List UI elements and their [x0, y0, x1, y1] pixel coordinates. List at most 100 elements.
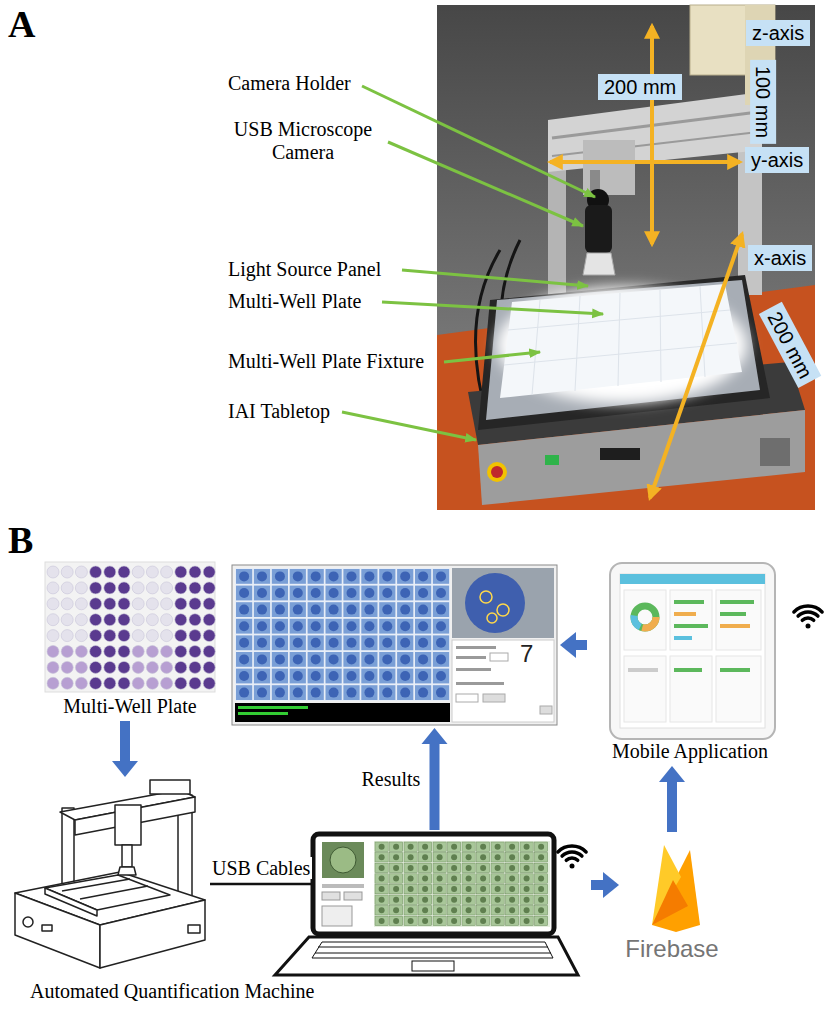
tablet-illustration-part — [720, 668, 750, 672]
plate-well — [118, 614, 130, 626]
result-cell — [254, 652, 270, 667]
result-cell — [343, 652, 359, 667]
result-cell — [343, 602, 359, 617]
result-well — [400, 571, 410, 581]
plate-well — [189, 566, 201, 578]
laptop-well — [379, 907, 385, 913]
result-cell — [290, 602, 306, 617]
result-cell — [254, 669, 270, 684]
laptop-illustration-part — [330, 847, 356, 873]
laptop-cell — [520, 863, 533, 872]
plate-well — [175, 630, 187, 642]
result-well — [329, 671, 339, 681]
plate-well — [132, 566, 144, 578]
laptop-cell — [375, 906, 388, 915]
machine-photo-part — [700, 286, 705, 377]
machine-photo-part — [583, 253, 615, 275]
laptop-cell — [462, 842, 475, 851]
result-well — [329, 605, 339, 615]
laptop-well — [524, 865, 530, 871]
result-well — [311, 605, 321, 615]
plate-well — [104, 614, 116, 626]
laptop-cell — [419, 884, 432, 893]
plate-well — [90, 677, 102, 689]
laptop-illustration-part — [322, 906, 352, 926]
result-cell — [433, 569, 449, 584]
tablet-illustration-part — [674, 612, 696, 616]
result-well — [275, 688, 285, 698]
result-cell — [397, 586, 413, 601]
laptop-cell — [404, 863, 417, 872]
result-cell — [397, 635, 413, 650]
wifi-icon-part — [570, 864, 575, 869]
results-screenshot-part — [487, 613, 497, 623]
laptop-cell — [535, 884, 548, 893]
laptop-cell — [448, 916, 461, 925]
result-cell — [272, 569, 288, 584]
laptop-cell — [520, 895, 533, 904]
laptop-well — [451, 897, 457, 903]
laptop-well — [393, 844, 399, 850]
results-screenshot-part — [490, 653, 508, 661]
result-cell — [433, 635, 449, 650]
plate-well — [90, 598, 102, 610]
result-well — [311, 621, 321, 631]
machine-drawing-part — [62, 808, 74, 890]
machine-photo-part — [552, 112, 758, 138]
result-well — [347, 654, 357, 664]
figure-space — [590, 560, 790, 740]
plate-image: Multi-Well Plate — [40, 560, 220, 718]
plate-well — [104, 582, 116, 594]
machine-photo-part — [437, 5, 815, 510]
result-well — [329, 638, 339, 648]
laptop-well — [451, 854, 457, 860]
result-cell — [397, 685, 413, 700]
part-name: Camera Holder — [228, 72, 351, 95]
results-screenshot-part — [238, 712, 288, 715]
laptop-well — [495, 918, 501, 924]
laptop-well — [437, 844, 443, 850]
laptop-well — [538, 854, 544, 860]
flow-arrow — [659, 766, 685, 832]
laptop-cell — [491, 895, 504, 904]
laptop-cell — [520, 884, 533, 893]
laptop-cell — [477, 916, 490, 925]
result-well — [400, 671, 410, 681]
laptop-well — [393, 918, 399, 924]
plate-well — [161, 582, 173, 594]
laptop-cell — [375, 863, 388, 872]
leader-lines-part — [388, 142, 583, 226]
node-text: Multi-Well Plate — [40, 695, 220, 718]
plate-well — [175, 582, 187, 594]
edge-label: USB Cables — [210, 857, 312, 879]
laptop-well — [524, 897, 530, 903]
result-cell — [379, 569, 395, 584]
laptop-well — [379, 897, 385, 903]
firebase-service: Firebase — [622, 835, 722, 963]
plate-well — [203, 598, 215, 610]
plate-well — [189, 598, 201, 610]
laptop-cell — [433, 842, 446, 851]
result-well — [257, 688, 267, 698]
laptop-cell — [477, 906, 490, 915]
result-well — [311, 588, 321, 598]
laptop-well — [422, 865, 428, 871]
laptop-well — [408, 886, 414, 892]
result-well — [436, 654, 446, 664]
result-well — [400, 605, 410, 615]
result-well — [239, 638, 249, 648]
result-well — [382, 588, 392, 598]
result-cell — [290, 635, 306, 650]
plate-well — [132, 630, 144, 642]
result-well — [364, 571, 374, 581]
laptop-cell — [419, 863, 432, 872]
laptop-cell — [375, 916, 388, 925]
result-cell — [272, 602, 288, 617]
plate-well — [104, 630, 116, 642]
plate-well — [175, 677, 187, 689]
plate-well — [90, 582, 102, 594]
plate-well — [47, 646, 59, 658]
machine-photo-part — [545, 455, 559, 465]
laptop-well — [480, 897, 486, 903]
laptop-well — [509, 876, 515, 882]
